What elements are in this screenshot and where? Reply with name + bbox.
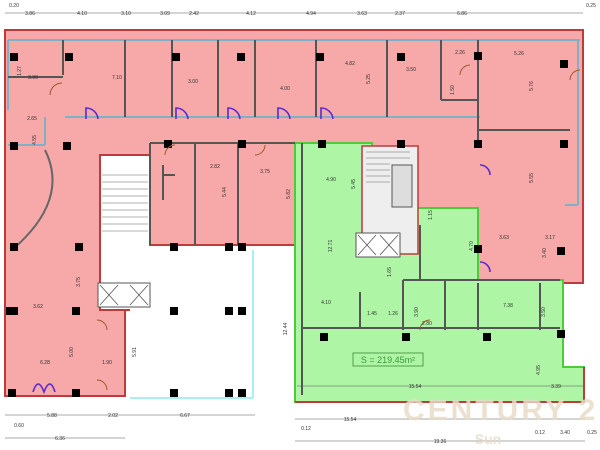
dim-label: 4.55 [32,135,38,145]
dim-label: 4.12 [246,11,256,17]
dim-label: 4.00 [280,86,290,92]
watermark-sub: Sun [475,431,501,447]
dim-label: 2.82 [210,164,220,170]
dim-label: 4.95 [536,365,542,375]
dim-label: 5.00 [69,347,75,357]
dim-label: 3.00 [188,79,198,85]
dim-label: 5.44 [222,187,228,197]
dim-label: 3.09 [160,11,170,17]
dim-label: 6.36 [55,436,65,442]
dim-label: 19.36 [434,439,447,445]
dim-label: 1.45 [367,311,377,317]
dim-label: 4.94 [306,11,316,17]
stairs-icon [102,151,410,232]
dim-label: 2.80 [422,321,432,327]
watermark-brand: CENTURY 21 [403,394,600,427]
dim-label: 5.55 [529,173,535,183]
dim-label: 3.17 [545,235,555,241]
century21-watermark: CENTURY 21 Sun [403,394,600,447]
dim-label: 12.71 [328,240,334,253]
dim-label: 5.26 [514,51,524,57]
dim-label: 15.54 [409,384,422,390]
dim-label: 6.67 [180,413,190,419]
dim-label: 12.44 [283,323,289,336]
dim-label: 3.40 [560,430,570,436]
dim-label: 3.63 [357,11,367,17]
top-dimension-line: 0.20 3.86 4.10 3.10 3.09 2.42 4.12 4.94 … [5,3,596,17]
dim-label: 5.88 [47,413,57,419]
doors [32,64,581,395]
dim-label: 5.25 [366,74,372,84]
dim-label: 3.50 [541,307,547,317]
dim-label: 4.82 [345,61,355,67]
unlisted-area [130,246,295,398]
dim-label: 0.12 [301,426,311,432]
dim-label: 1.26 [388,311,398,317]
dim-label: 3.10 [121,11,131,17]
dim-label: 0.12 [535,430,545,436]
dim-label: 3.86 [25,11,35,17]
svg-text:S = 219.45m²: S = 219.45m² [361,355,415,365]
stair-well [391,164,413,208]
dim-label: 1.65 [387,267,393,277]
dim-label: 0.25 [586,3,596,9]
dim-label: 6.86 [457,11,467,17]
dim-label: 6.28 [40,360,50,366]
dim-label: 3.63 [499,235,509,241]
dim-label: 4.70 [469,241,475,251]
dim-label: 7.38 [503,303,513,309]
dim-label: 0.20 [9,3,19,9]
dim-label: 2.02 [108,413,118,419]
dim-label: 5.45 [351,179,357,189]
dim-label: 3.75 [76,277,82,287]
dim-label: 7.10 [112,75,122,81]
dim-label: 5.82 [286,189,292,199]
dim-label: 1.50 [450,85,456,95]
dim-label: 3.90 [414,307,420,317]
dim-label: 4.10 [77,11,87,17]
elevator-icon [355,232,401,258]
dim-label: 0.25 [587,430,597,436]
dim-label: 1.15 [428,210,434,220]
dim-label: 0.60 [14,423,24,429]
dim-label: 4.10 [321,300,331,306]
bottom-dimension-lines: 5.88 2.02 6.67 0.60 6.36 15.54 3.40 0.12… [5,413,597,445]
dim-label: 2.42 [189,11,199,17]
dim-label: 3.50 [406,67,416,73]
dim-label: 2.26 [455,50,465,56]
dim-label: 3.90 [28,75,38,81]
dim-label: 5.76 [529,81,535,91]
dim-label: 1.27 [17,66,23,76]
dim-label: 2.65 [27,116,37,122]
area-label: S = 219.45m² [352,352,424,367]
structural-columns [6,52,568,397]
walls [7,39,580,395]
dim-label: 3.62 [33,304,43,310]
room-dimensions: 3.90 7.10 3.00 4.00 4.82 3.50 2.26 5.26 … [17,50,583,390]
dim-label: 5.91 [132,347,138,357]
dim-label: 3.75 [260,169,270,175]
dim-label: 1.90 [102,360,112,366]
elevator-icon [97,282,151,308]
area-border [295,367,585,403]
dim-label: 4.90 [326,177,336,183]
dim-label: 3.40 [542,248,548,258]
dim-label: 3.39 [551,384,561,390]
dim-label: 2.37 [395,11,405,17]
dim-label: 15.54 [344,417,357,423]
